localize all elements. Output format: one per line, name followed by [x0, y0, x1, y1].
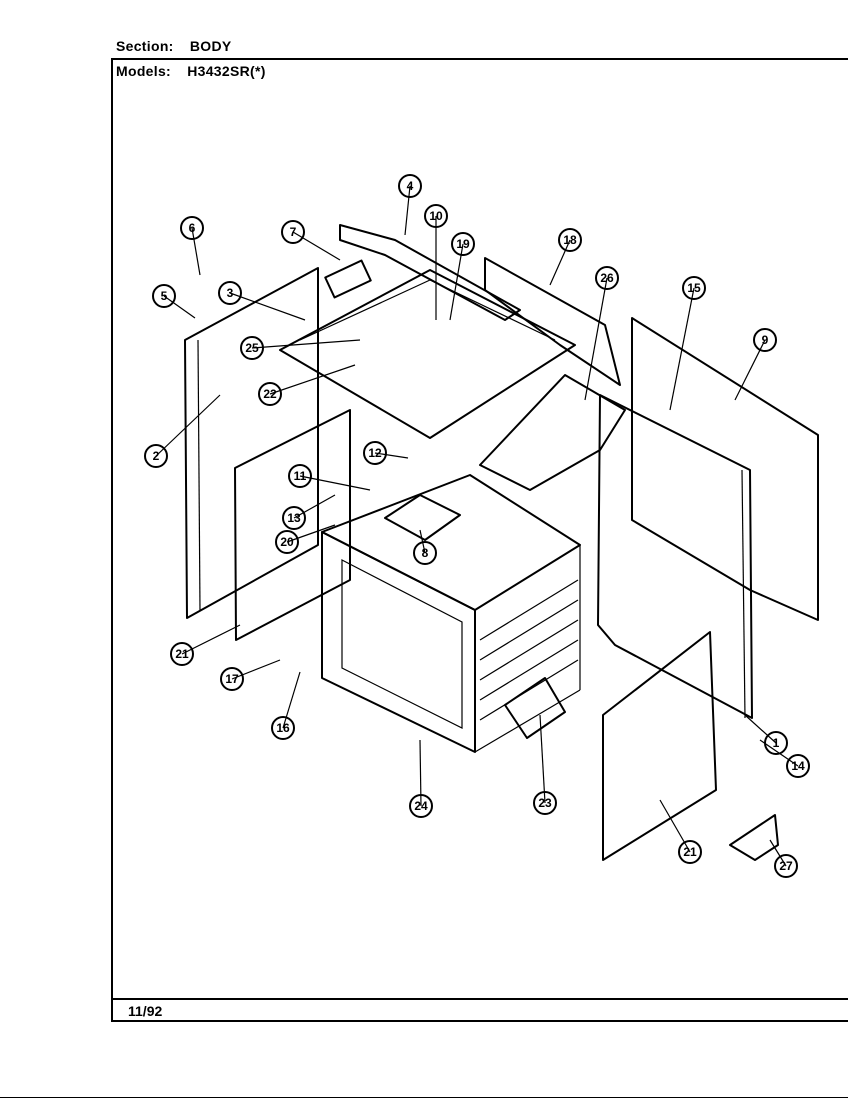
callout-leader-line [292, 231, 341, 261]
callout-leader-line [659, 799, 691, 853]
callout-number: 14 [791, 759, 805, 773]
callout-leader-line [374, 452, 409, 459]
callout-number: 1 [773, 736, 780, 750]
bracket-part [324, 259, 372, 299]
models-label: Models: [116, 63, 171, 79]
callout-leader-line [404, 185, 411, 236]
burner-box [279, 269, 576, 439]
callout-leader-line [282, 671, 301, 729]
side-panel-left [184, 267, 319, 619]
callout-leader-line [269, 364, 356, 395]
front-top-rail [339, 224, 521, 321]
callout-leader-line [231, 659, 281, 680]
door-hinge [504, 677, 566, 739]
callout-number: 24 [414, 799, 428, 813]
callout-number: 21 [683, 845, 697, 859]
callout-number: 26 [600, 271, 614, 285]
callout-number: 8 [422, 546, 429, 560]
side-panel-right [597, 394, 753, 719]
callout-leader-line [155, 394, 221, 457]
valve-assembly [384, 494, 461, 541]
callout-leader-line [449, 243, 464, 321]
section-label: Section: [116, 38, 174, 54]
callout-number: 23 [538, 796, 552, 810]
callout-leader-line [299, 475, 371, 491]
rear-panel [631, 317, 819, 621]
callout-number: 19 [456, 237, 470, 251]
callout-leader-line [734, 339, 766, 401]
page-bottom-rule [0, 1097, 848, 1098]
callout-leader-line [759, 739, 799, 767]
oven-cavity-body [321, 474, 581, 611]
callout-leader-line [419, 739, 422, 807]
insulation-panel-left [234, 409, 351, 641]
footer-divider [111, 998, 848, 1000]
callout-leader-line [769, 839, 787, 867]
leader-lines [155, 185, 799, 867]
callout-leader-line [191, 227, 201, 276]
callout-number: 4 [407, 179, 414, 193]
callout-leader-line [286, 524, 336, 543]
callout-number: 15 [687, 281, 701, 295]
section-header: Section: BODY [116, 38, 232, 54]
callout-leader-line [163, 295, 196, 319]
callout-leader-line [669, 287, 695, 411]
callout-leader-line [293, 494, 336, 519]
callout-leader-line [251, 339, 361, 349]
models-value: H3432SR(*) [187, 63, 266, 79]
section-value: BODY [189, 38, 232, 54]
revision-date: 11/92 [128, 1003, 163, 1019]
callout-leader-line [744, 714, 777, 744]
rear-vent-duct [484, 257, 621, 386]
callout-number: 9 [762, 333, 769, 347]
callout-leader-line [584, 277, 608, 401]
callout-leader-line [549, 239, 571, 286]
callout-number: 18 [563, 233, 577, 247]
models-header: Models: H3432SR(*) [116, 63, 266, 79]
diagram-frame [111, 58, 848, 1022]
insulation-panel-right [602, 631, 717, 861]
oven-cavity-front [321, 531, 476, 753]
vent-trough [479, 374, 626, 491]
callout-number: 27 [779, 859, 793, 873]
callout-leader-line [419, 529, 426, 554]
callout-leader-line [181, 624, 241, 655]
callout-leader-line [539, 714, 546, 804]
callout-leader-line [229, 292, 306, 321]
anti-tip-bracket [729, 814, 779, 861]
